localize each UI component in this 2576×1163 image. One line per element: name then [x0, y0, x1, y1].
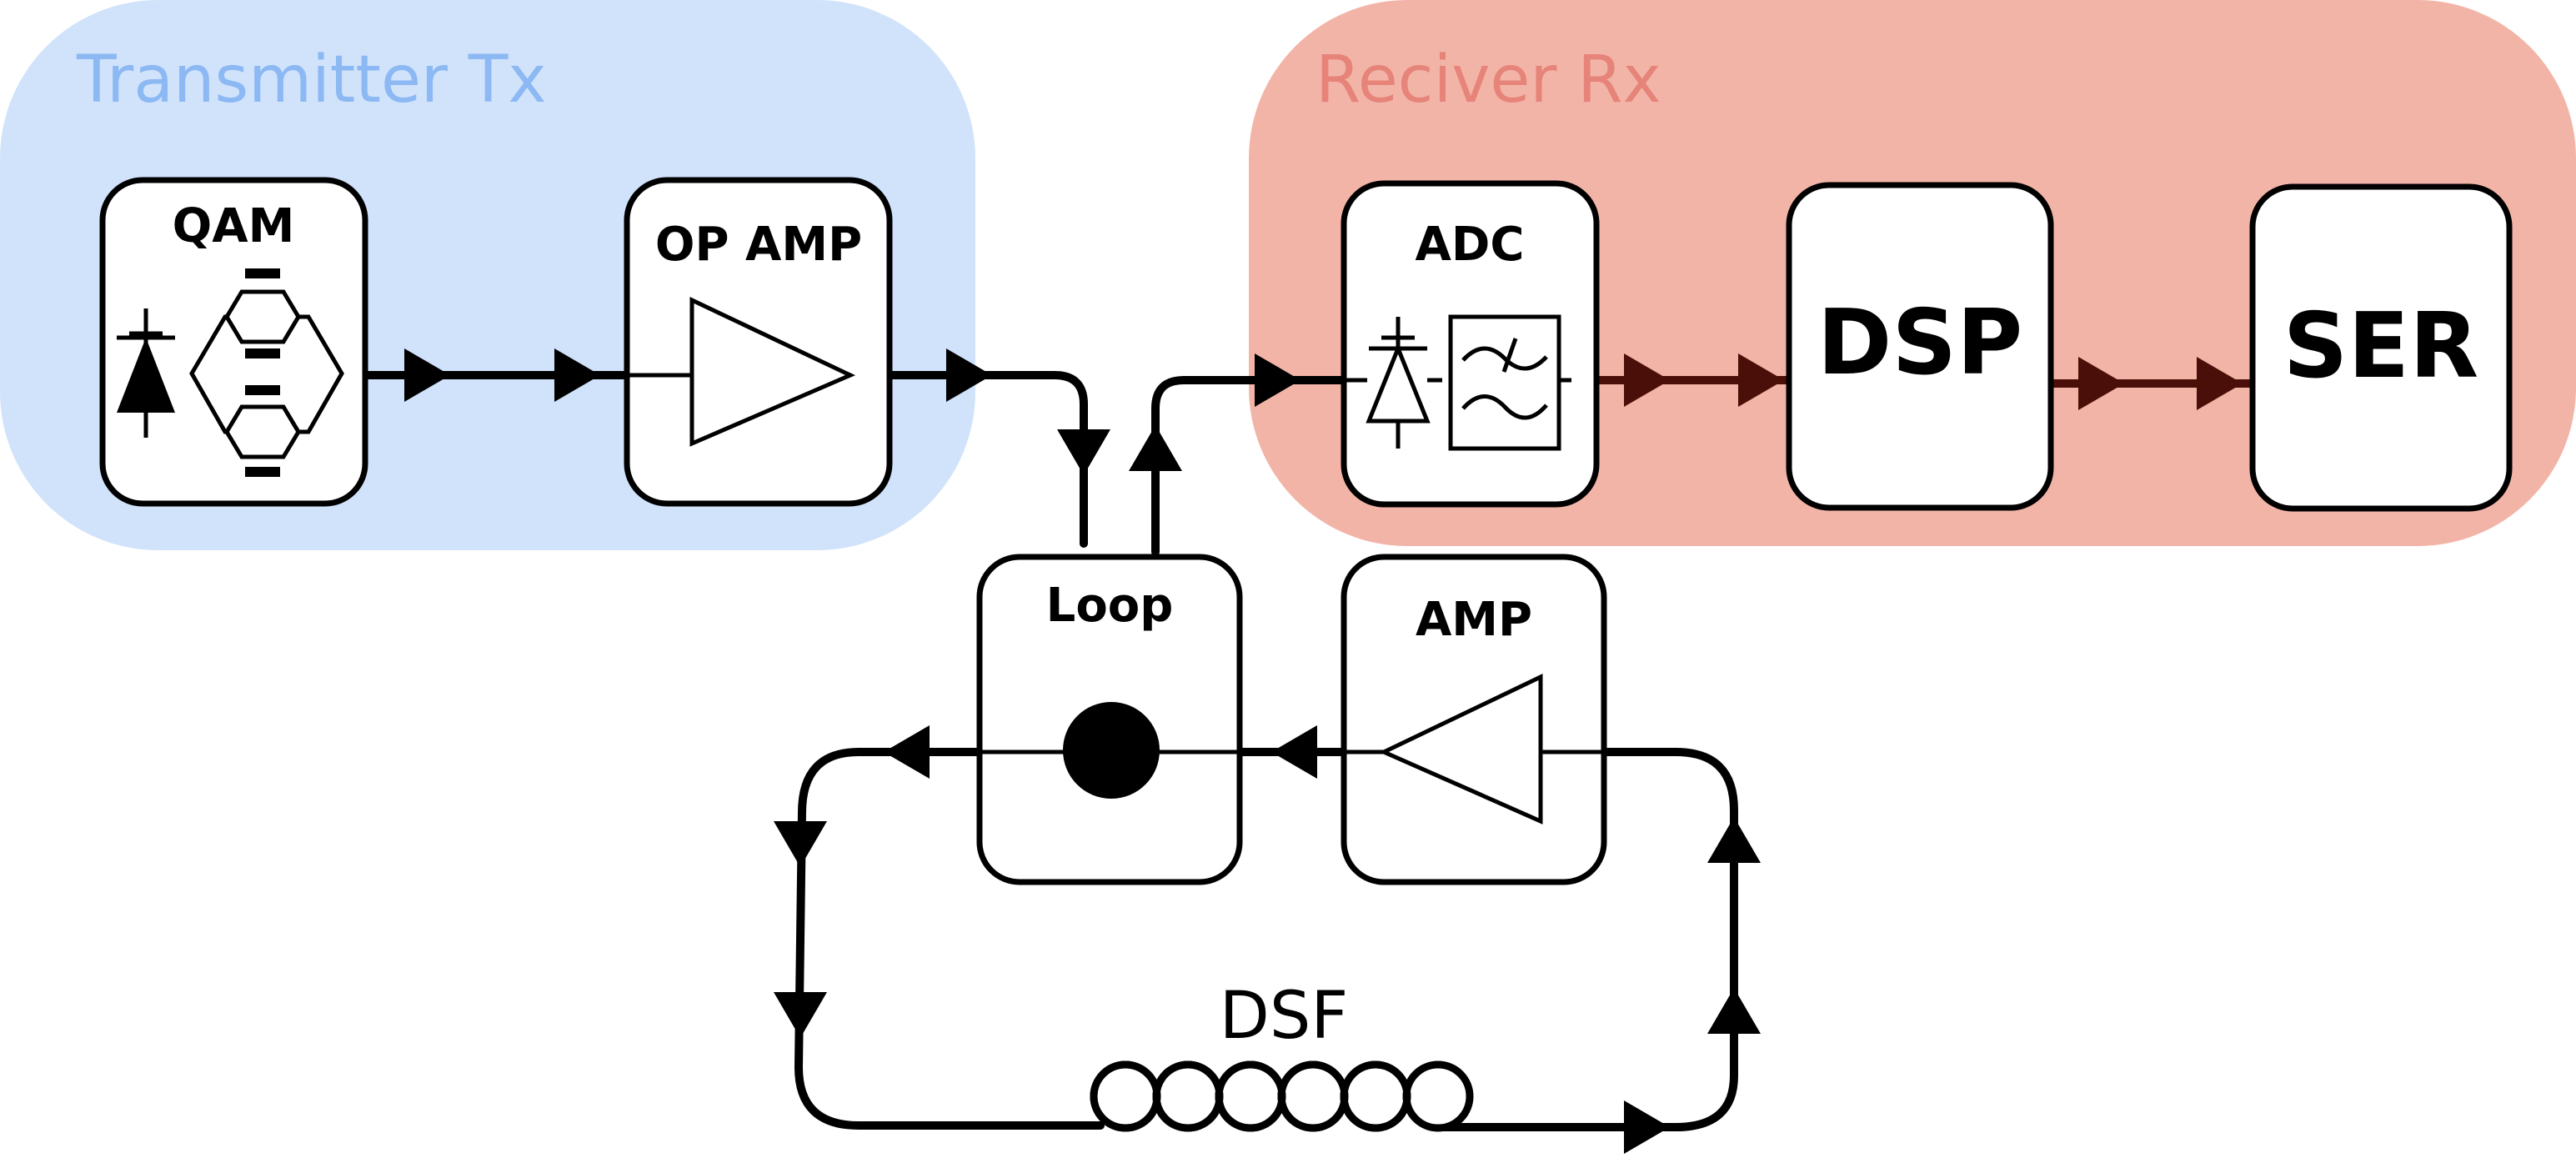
- amp-block: AMP: [1341, 554, 1607, 885]
- arrow-right-bottom: [1624, 1100, 1670, 1154]
- arrow-right-1: [404, 348, 450, 402]
- arrow-right-adc-in: [1255, 353, 1301, 407]
- dsf-fiber: DSF: [1090, 979, 1474, 1132]
- op-amp-label: OP AMP: [655, 218, 862, 272]
- transmitter-region-title: Transmitter Tx: [76, 43, 547, 118]
- receiver-region-title: Reciver Rx: [1316, 43, 1661, 118]
- photodiode-filter-icon: [1344, 314, 1571, 451]
- arrow-right-adc-dsp-1: [1624, 353, 1670, 407]
- line-opamp-to-loop: [846, 371, 1088, 548]
- modulator-icon: [117, 268, 344, 477]
- qam-block: QAM: [99, 177, 368, 507]
- arrow-up-right-2: [1707, 817, 1761, 863]
- arrow-down-left-2: [774, 992, 827, 1038]
- arrow-up-loop-out: [1129, 425, 1182, 471]
- arrow-right-3: [946, 348, 992, 402]
- dsp-label: DSP: [1817, 291, 2023, 395]
- arrow-right-adc-dsp-2: [1738, 353, 1784, 407]
- arrow-right-dsp-ser-1: [2078, 357, 2124, 410]
- loop-label: Loop: [1046, 579, 1174, 633]
- arrow-down-loop-in: [1057, 429, 1110, 475]
- dsp-block: DSP: [1786, 182, 2054, 511]
- amplifier-icon: [627, 297, 856, 447]
- ser-block: SER: [2249, 183, 2513, 512]
- line-loop-to-adc: [1151, 376, 1346, 556]
- arrowheads: [404, 348, 2243, 1154]
- coupler-icon: [980, 702, 1240, 799]
- line-amp-out-to-fiber-right: [1438, 748, 1738, 1131]
- fiber-coil-icon: [1090, 1060, 1474, 1132]
- dsf-label: DSF: [1220, 979, 1348, 1054]
- arrow-left-loop-out: [884, 725, 930, 779]
- adc-block: ADC: [1341, 180, 1600, 508]
- adc-label: ADC: [1416, 218, 1525, 272]
- ser-label: SER: [2283, 294, 2479, 399]
- arrow-up-right-1: [1707, 988, 1761, 1034]
- op-amp-block: OP AMP: [624, 177, 893, 507]
- arrow-right-dsp-ser-2: [2197, 357, 2243, 410]
- loop-block: Loop: [976, 554, 1243, 885]
- arrow-down-left-1: [774, 821, 827, 867]
- amp-label: AMP: [1416, 593, 1532, 647]
- qam-label: QAM: [173, 199, 295, 253]
- ser-box: [2249, 183, 2513, 512]
- arrow-right-2: [554, 348, 600, 402]
- amplifier-icon: [1344, 674, 1604, 825]
- dsp-box: [1786, 182, 2054, 511]
- line-fiber-left-to-loop: [794, 748, 1105, 1130]
- arrow-left-amp-loop: [1271, 725, 1317, 779]
